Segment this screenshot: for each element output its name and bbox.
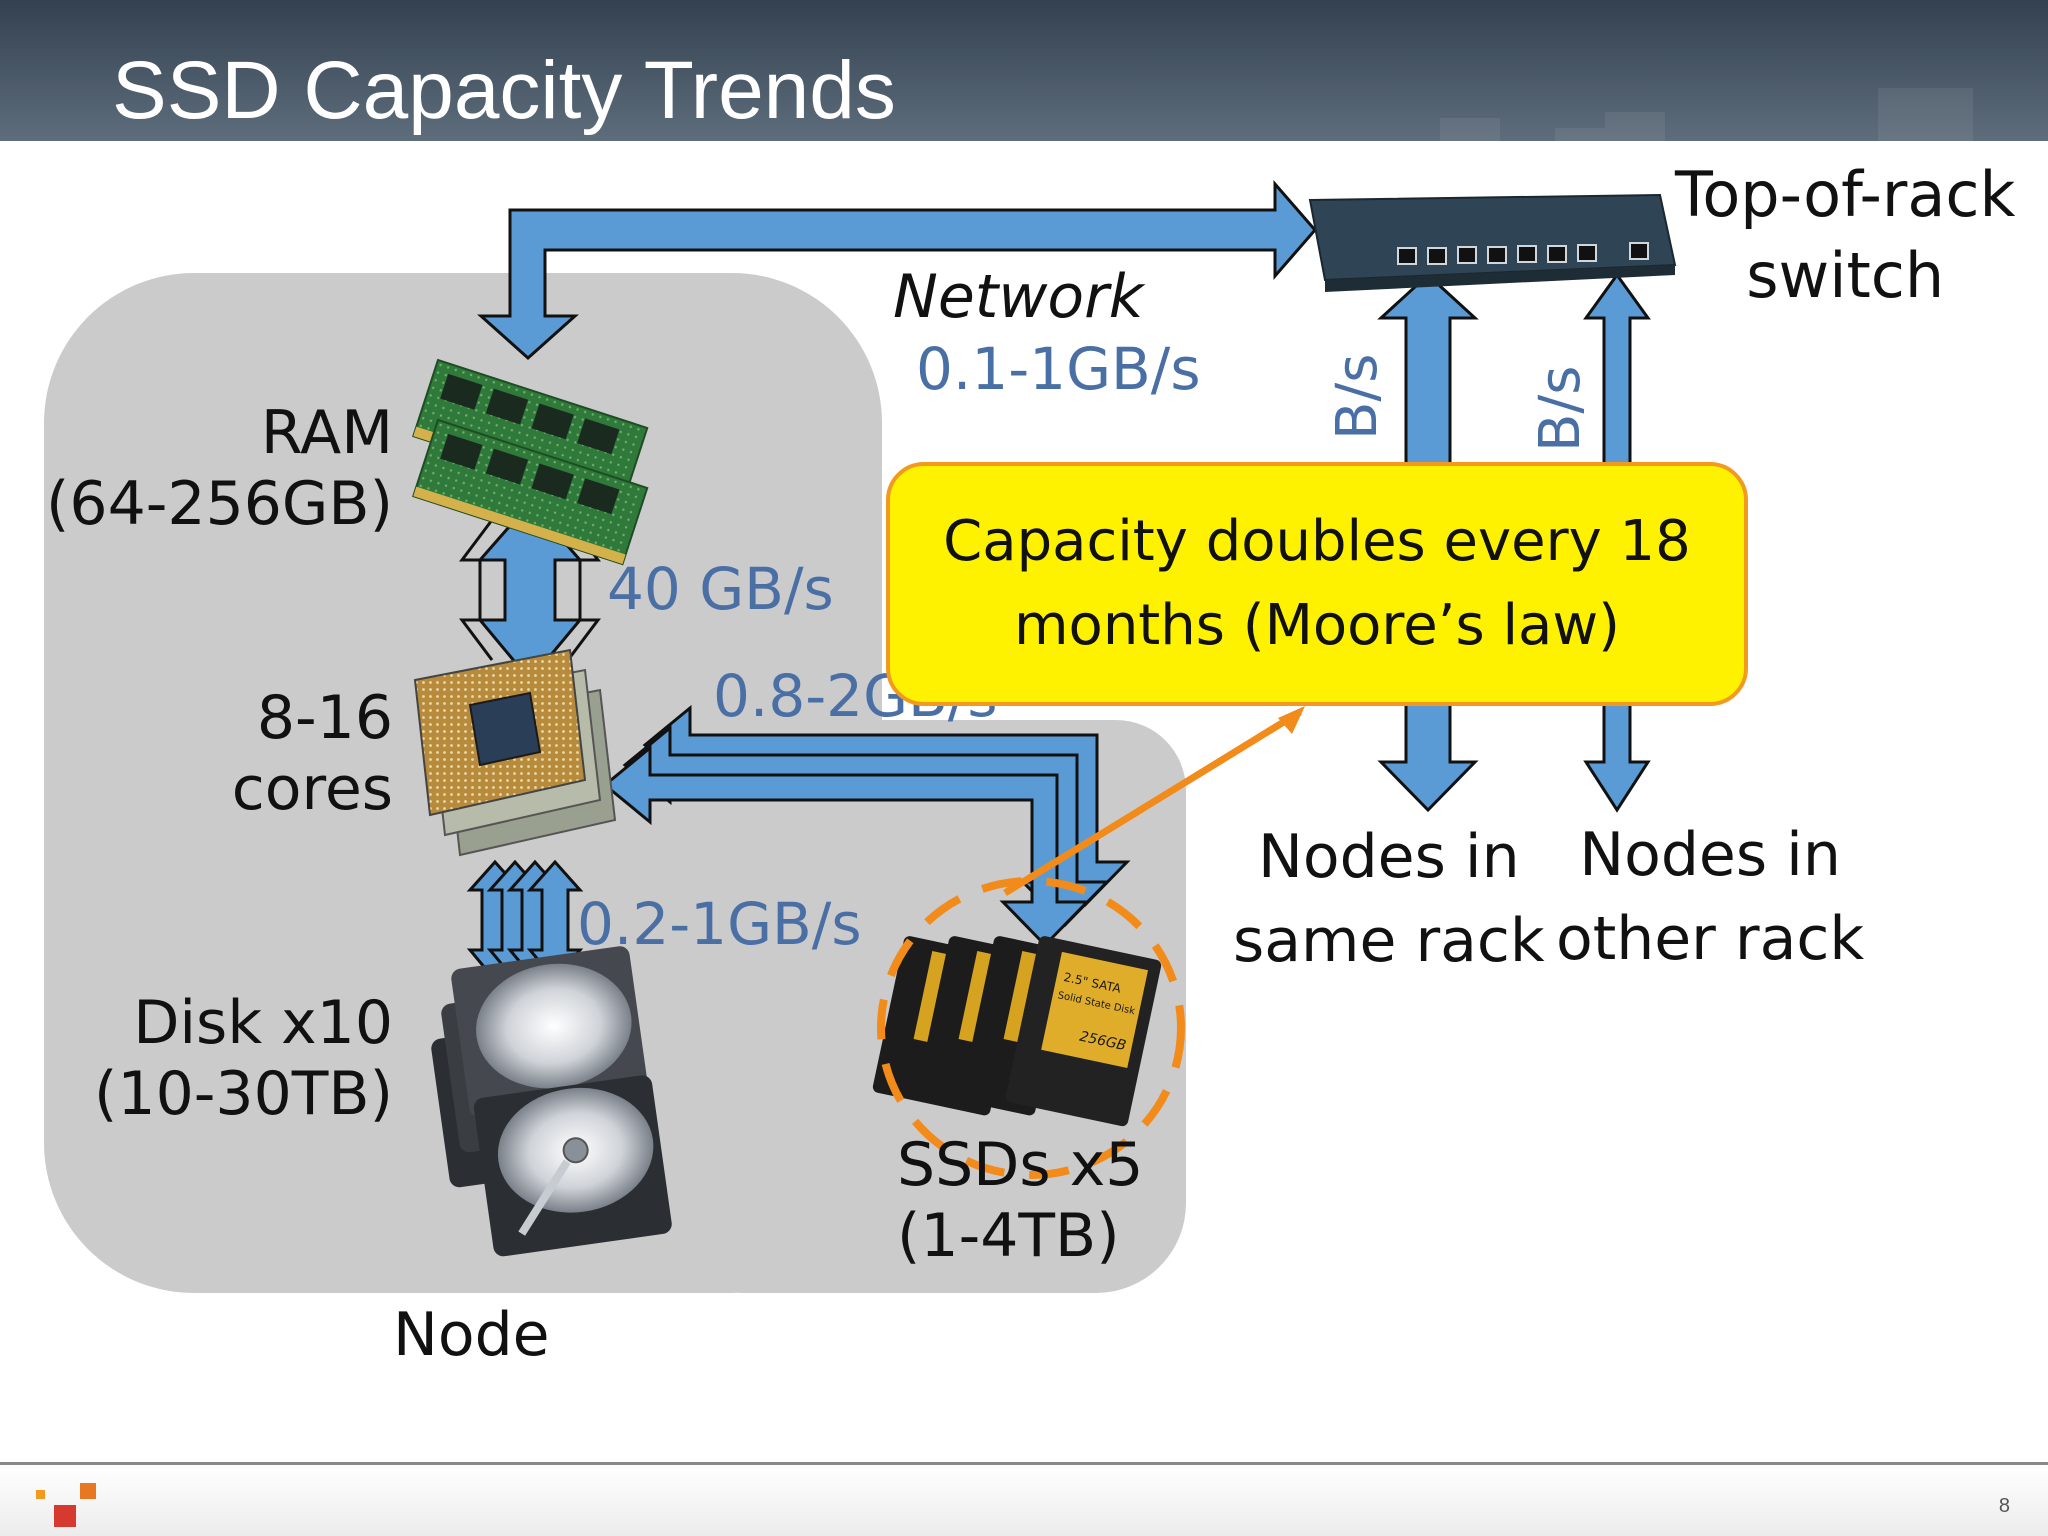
nodes-other-rack-line1: Nodes in xyxy=(1579,820,1841,890)
cores-label-line1: 8-16 xyxy=(256,683,393,753)
cpu-ssd-arrow xyxy=(602,704,1131,948)
rate-cpu-disk: 0.2-1GB/s xyxy=(577,890,862,958)
slide-title: SSD Capacity Trends xyxy=(112,45,896,136)
network-label: Network xyxy=(893,262,1144,332)
network-arrow xyxy=(477,179,1317,361)
rate-ram-cpu: 40 GB/s xyxy=(607,555,834,623)
disk-label-line1: Disk x10 xyxy=(133,988,393,1058)
ssd-label-line1: SSDs x5 xyxy=(897,1130,1144,1200)
switch-illustration xyxy=(1308,193,1677,292)
cores-label: 8-16 cores xyxy=(232,683,393,825)
ssd-label-line2: (1-4TB) xyxy=(897,1200,1120,1271)
cores-label-line2: cores xyxy=(231,753,393,824)
disk-label: Disk x10 (10-30TB) xyxy=(94,988,393,1130)
ram-label: RAM (64-256GB) xyxy=(46,398,393,540)
nodes-same-rack-line1: Nodes in xyxy=(1258,822,1520,892)
switch-label-line1: Top-of-rack xyxy=(1675,158,2016,231)
ram-label-line2: (64-256GB) xyxy=(46,468,393,539)
slide-header xyxy=(0,0,2048,141)
slide-footer xyxy=(0,1465,2048,1536)
ssd-highlight-circle xyxy=(877,877,1185,1179)
footer-logo xyxy=(36,1483,96,1528)
moores-law-callout: Capacity doubles every 18 months (Moore’… xyxy=(886,462,1748,706)
nodes-other-rack-label: Nodes in other rack xyxy=(1556,813,1864,981)
cpu-illustration xyxy=(413,648,617,857)
page-number: 8 xyxy=(1998,1495,2010,1517)
node-label: Node xyxy=(393,1300,550,1370)
footer-divider xyxy=(0,1462,2048,1465)
rate-network: 0.1-1GB/s xyxy=(916,335,1201,403)
callout-line2: months (Moore’s law) xyxy=(1014,593,1620,658)
rate-same-rack: B/s xyxy=(1325,353,1390,440)
switch-label: Top-of-rack switch xyxy=(1675,155,2015,316)
switch-label-line2: switch xyxy=(1746,238,1945,312)
nodes-same-rack-label: Nodes in same rack xyxy=(1233,815,1545,983)
callout-line1: Capacity doubles every 18 xyxy=(943,509,1691,574)
disk-illustration xyxy=(431,946,672,1257)
callout-pointer xyxy=(1003,709,1302,896)
nodes-other-rack-line2: other rack xyxy=(1556,904,1865,974)
ram-illustration xyxy=(412,358,649,566)
rate-other-rack: B/s xyxy=(1528,365,1593,452)
disk-label-line2: (10-30TB) xyxy=(94,1058,393,1129)
ssd-label: SSDs x5 (1-4TB) xyxy=(897,1130,1143,1272)
ssd-illustration: 2.5" SATA Solid State Disk 256GB xyxy=(872,936,1162,1127)
nodes-same-rack-line2: same rack xyxy=(1233,906,1545,976)
ram-label-line1: RAM xyxy=(260,398,393,468)
